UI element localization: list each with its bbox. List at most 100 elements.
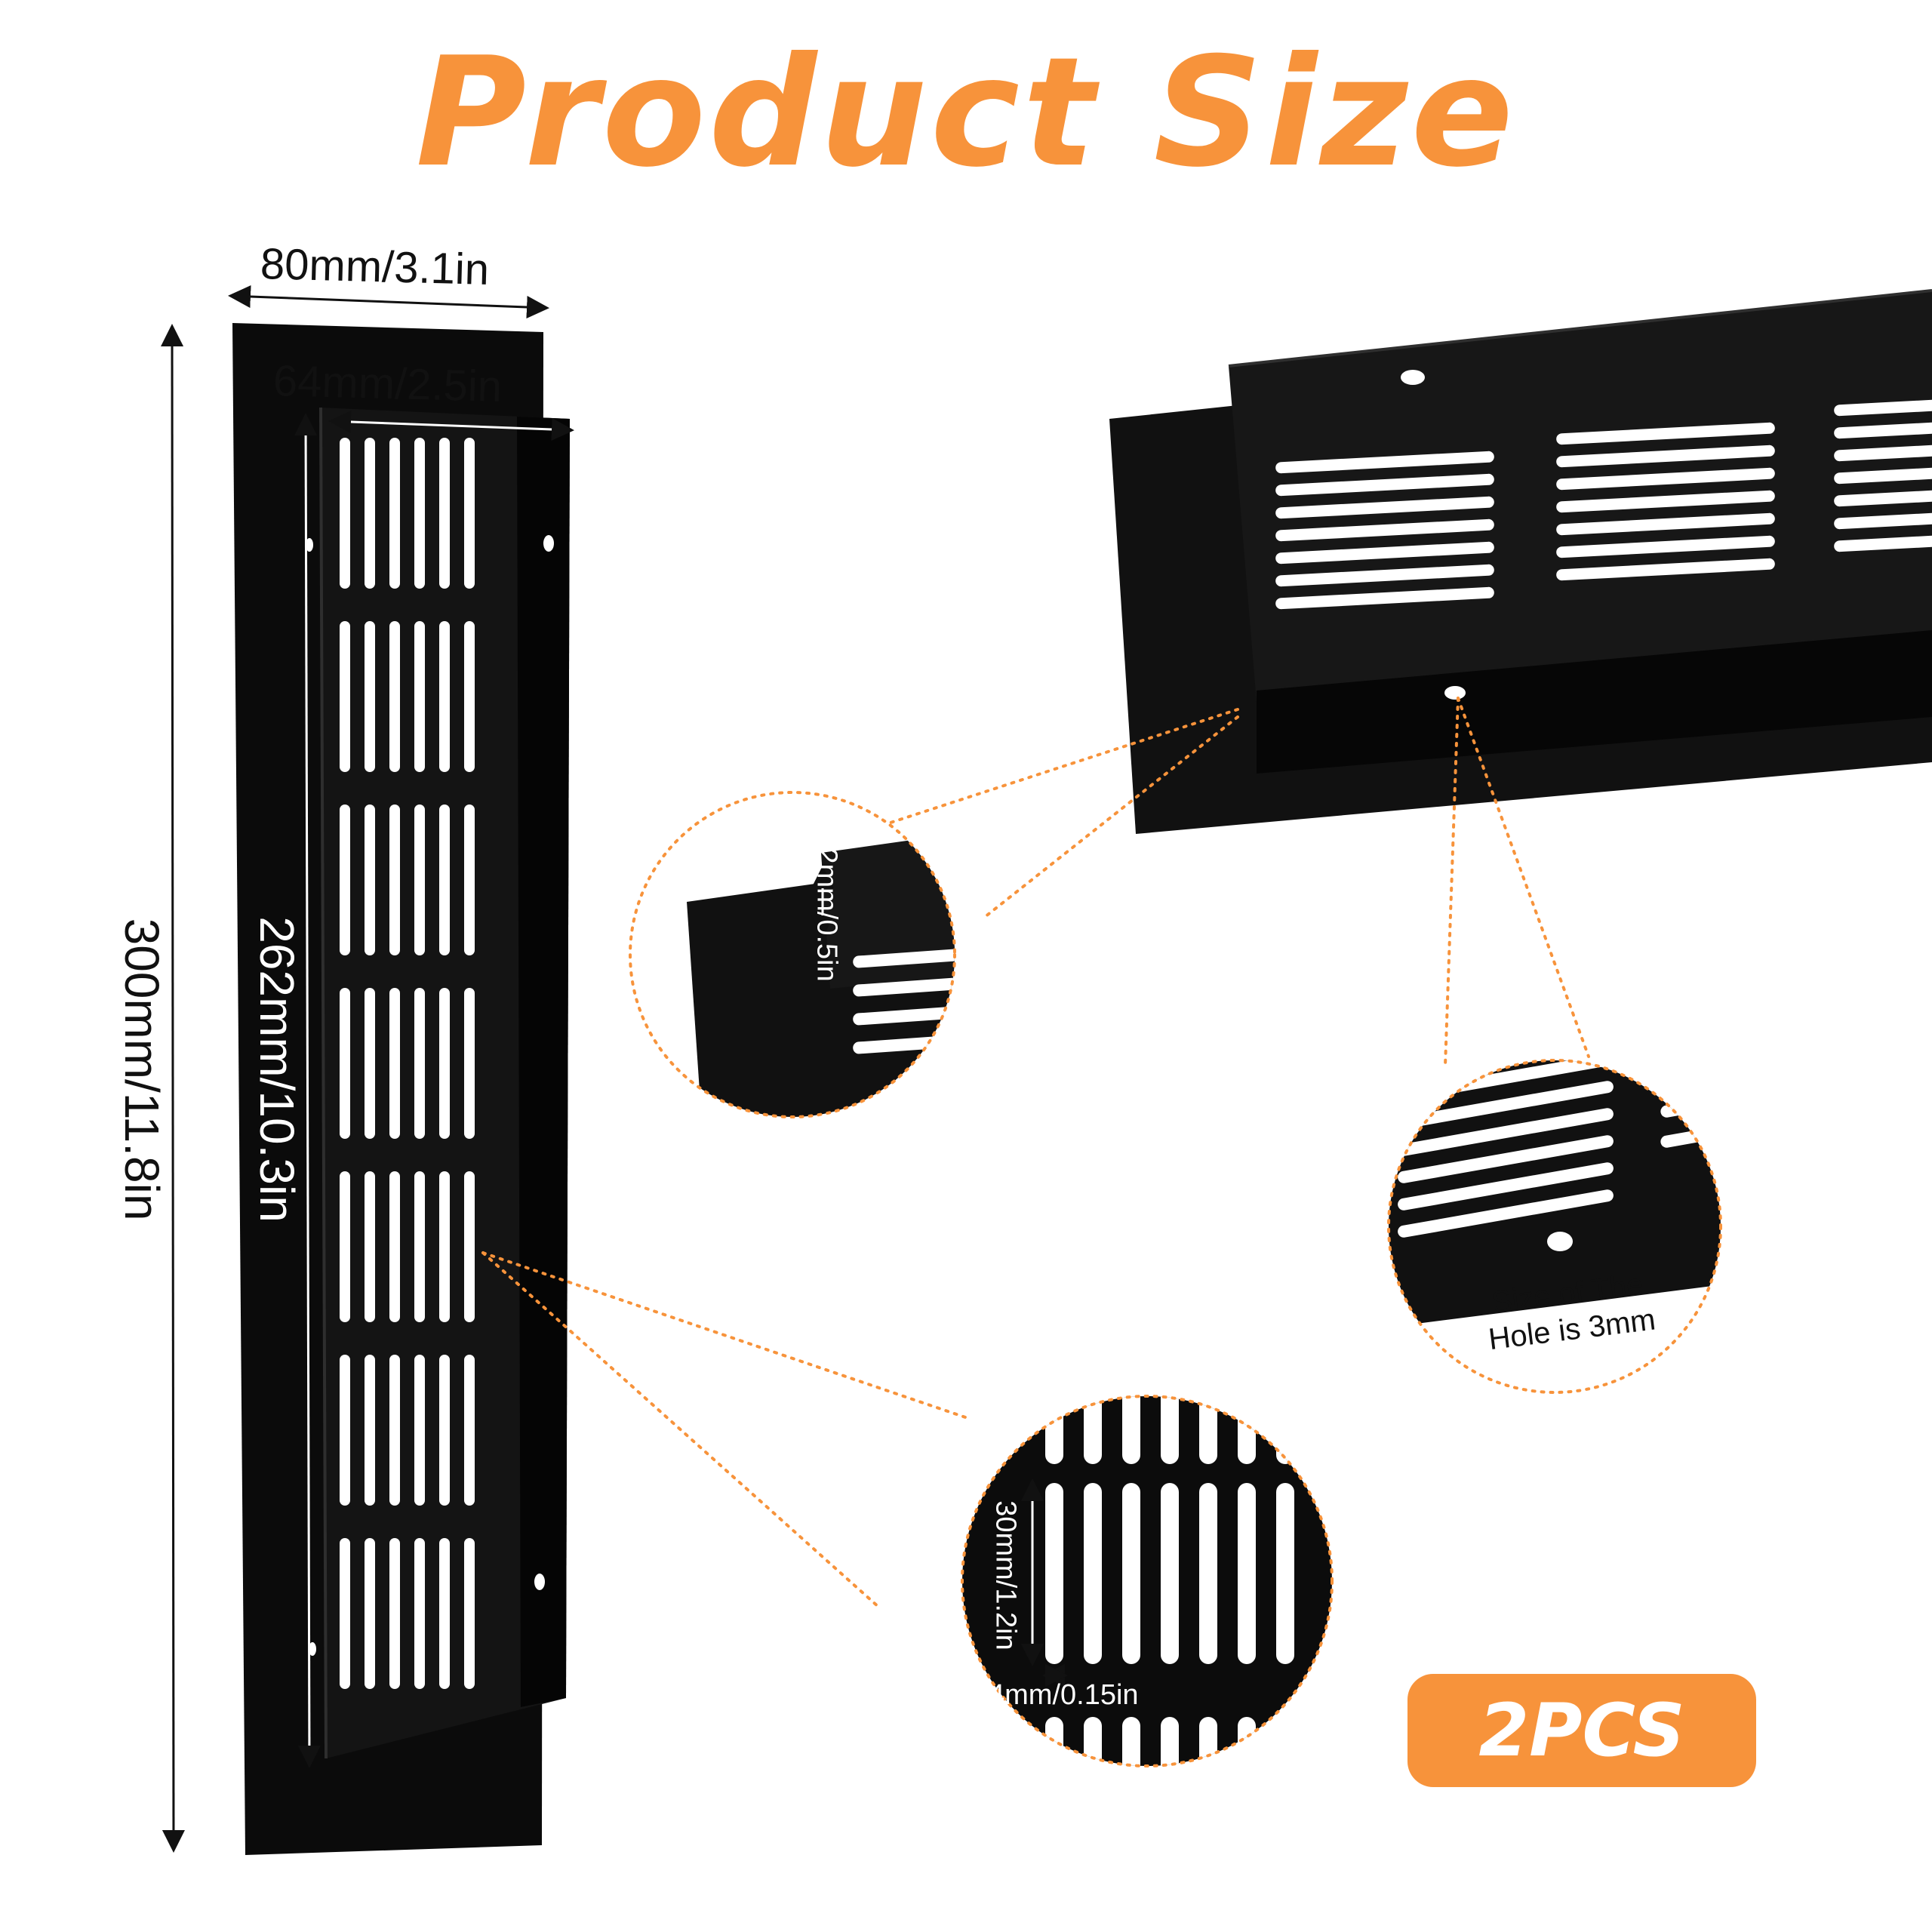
vent-slot: [414, 621, 425, 772]
page-title: Product Size: [415, 25, 1517, 201]
vent-slot: [414, 438, 425, 589]
vent-slot: [1660, 1098, 1713, 1118]
label-vent-length: 262mm/10.3in: [250, 916, 304, 1223]
callout-leaders: [481, 697, 1590, 1609]
vent-slot: [1276, 1483, 1294, 1664]
dim-total-length: [161, 324, 185, 1853]
vent-slot: [1122, 1717, 1140, 1766]
vent-slot: [1398, 1135, 1614, 1183]
vent-slot: [1275, 564, 1494, 587]
vent-slot: [340, 621, 350, 772]
vent-slot: [1834, 461, 1932, 485]
vent-slot: [464, 1171, 475, 1322]
vent-slot: [853, 1003, 955, 1026]
vent-slot: [1275, 518, 1494, 542]
label-slot-length: 30mm/1.2in: [989, 1500, 1022, 1651]
vent-slot: [853, 974, 955, 997]
vent-slot: [1398, 1189, 1614, 1238]
vent-slot: [439, 438, 450, 589]
vent-slot: [365, 1355, 375, 1506]
vent-slot: [439, 621, 450, 772]
vent-slot: [1199, 1396, 1217, 1464]
vent-slot: [340, 1171, 350, 1322]
vent-slot: [365, 804, 375, 955]
vent-slot: [464, 1538, 475, 1689]
vent-slot: [1161, 1717, 1179, 1766]
vent-slot: [1556, 512, 1775, 536]
vent-slot: [1556, 467, 1775, 491]
vent-slot: [340, 988, 350, 1139]
vent-slot: [365, 1538, 375, 1689]
vent-slot: [439, 804, 450, 955]
vent-slot: [389, 988, 400, 1139]
vent-slot: [1834, 529, 1932, 552]
vent-slot: [389, 804, 400, 955]
vent-slot: [414, 1171, 425, 1322]
vent-slot: [464, 621, 475, 772]
screw-hole: [1401, 370, 1425, 385]
vent-slot: [1199, 1483, 1217, 1664]
vent-slot: [1275, 451, 1494, 474]
angled-vent: [1109, 289, 1932, 834]
vent-slot: [1276, 1717, 1294, 1766]
vent-slot: [365, 1171, 375, 1322]
vent-slot: [1556, 535, 1775, 558]
vent-slot: [340, 1538, 350, 1689]
dim-vent-length: [294, 413, 321, 1768]
vent-slot: [389, 1171, 400, 1322]
vent-slot: [1045, 1717, 1063, 1766]
vent-slot: [1122, 1396, 1140, 1464]
vent-slot: [340, 804, 350, 955]
vent-slot: [439, 1538, 450, 1689]
label-inner-width: 64mm/2.5in: [272, 356, 503, 411]
vent-slot: [1238, 1483, 1256, 1664]
vent-slot: [414, 1355, 425, 1506]
vent-slot: [414, 988, 425, 1139]
vent-slot: [464, 804, 475, 955]
vent-slot: [1556, 422, 1775, 445]
dim-inner-width: [328, 411, 574, 441]
vent-slot: [464, 438, 475, 589]
label-flange-height: 12mm/0.5in: [811, 832, 843, 982]
label-total-length: 300mm/11.8in: [115, 918, 169, 1221]
vertical-vent-slots: [340, 438, 475, 1689]
magnifier-flange: [629, 791, 956, 1118]
screw-hole: [534, 1574, 545, 1590]
dim-outer-width: [228, 285, 549, 318]
vent-slot: [1275, 541, 1494, 565]
vent-channel-wall: [517, 417, 570, 1707]
vent-slot: [1275, 586, 1494, 610]
vent-slot: [439, 1355, 450, 1506]
quantity-badge: 2PCS: [1407, 1674, 1756, 1787]
vent-slot: [340, 1355, 350, 1506]
vent-slot: [365, 438, 375, 589]
label-slot-width: 4mm/0.15in: [989, 1679, 1139, 1711]
vent-slot: [1275, 473, 1494, 497]
vent-slot: [1045, 1396, 1063, 1464]
dimension-lines: [161, 285, 574, 1853]
vent-slot: [1834, 506, 1932, 530]
vent-slot: [1834, 484, 1932, 507]
label-outer-width: 80mm/3.1in: [260, 239, 490, 294]
vent-slot: [439, 1171, 450, 1322]
vent-slot: [1275, 496, 1494, 519]
vent-slot: [1556, 490, 1775, 513]
vent-slot: [414, 1538, 425, 1689]
vent-slot: [1161, 1396, 1179, 1464]
vent-slot: [1398, 1081, 1614, 1129]
vent-slot: [464, 1355, 475, 1506]
vent-slot: [853, 946, 955, 968]
vent-slot: [1556, 558, 1775, 581]
vent-slot: [389, 438, 400, 589]
vent-slot: [1045, 1483, 1063, 1664]
vent-slot: [340, 438, 350, 589]
vent-slot: [1834, 438, 1932, 462]
vent-slot: [414, 804, 425, 955]
screw-hole: [1444, 686, 1466, 700]
angled-vent-channel-wall: [1257, 630, 1932, 774]
vent-slot: [1122, 1483, 1140, 1664]
vent-slot: [1084, 1396, 1102, 1464]
screw-hole: [543, 535, 554, 552]
